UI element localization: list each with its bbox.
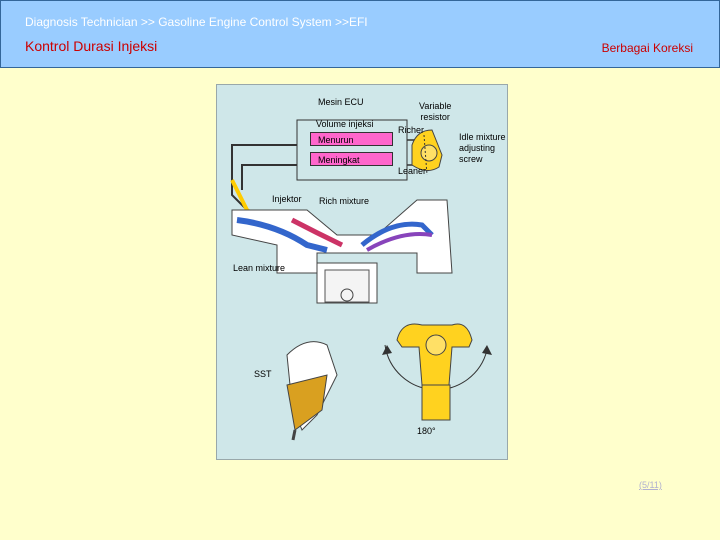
ecu-label: Mesin ECU: [318, 97, 364, 107]
injector-label: Injektor: [272, 194, 302, 204]
rich-mixture-label: Rich mixture: [319, 196, 370, 206]
lean-mixture-label: Lean mixture: [233, 263, 286, 273]
sst-label: SST: [254, 369, 272, 379]
diagram-graphics: [230, 119, 492, 441]
volume-label: Volume injeksi: [316, 119, 374, 129]
richer-label: Richer: [398, 125, 425, 135]
decrease-box: Menurun: [310, 132, 393, 146]
idle-screw-label: Idle mixture adjusting screw: [459, 132, 506, 164]
corrections-link[interactable]: Berbagai Koreksi: [601, 41, 693, 55]
breadcrumb[interactable]: Diagnosis Technician >> Gasoline Engine …: [25, 15, 368, 29]
leaner-label: Leaner: [398, 166, 427, 176]
increase-box: Meningkat: [310, 152, 393, 166]
header-bar: Diagnosis Technician >> Gasoline Engine …: [0, 0, 720, 68]
efi-diagram: Mesin ECU Volume injeksi Menurun Meningk…: [216, 84, 508, 460]
page-indicator[interactable]: (5/11): [639, 480, 662, 490]
variable-resistor-label: Variable resistor: [419, 101, 452, 122]
page-title: Kontrol Durasi Injeksi: [25, 38, 158, 54]
angle-label: 180°: [417, 426, 436, 436]
